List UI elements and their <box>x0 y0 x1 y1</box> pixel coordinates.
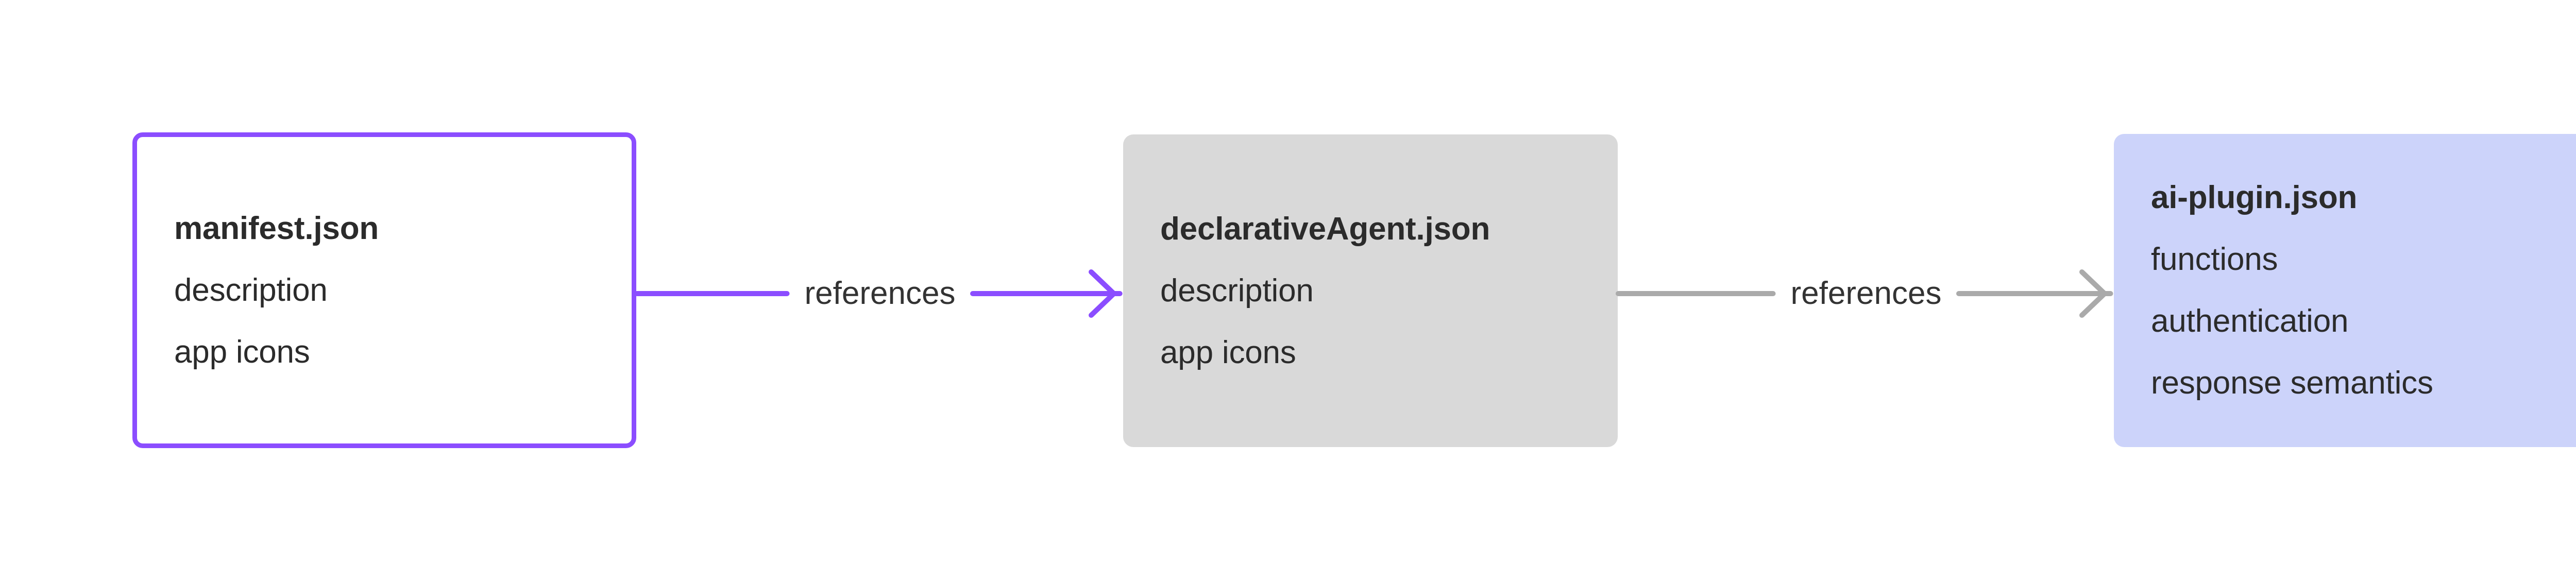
node-item: authentication <box>2151 303 2349 339</box>
node-item: app icons <box>1160 334 1296 370</box>
node-manifest-json[interactable]: manifest.json description app icons <box>132 132 636 448</box>
edge-line-left <box>637 252 787 335</box>
node-item: description <box>1160 272 1314 309</box>
edge-line-right-with-arrowhead <box>1959 252 2114 335</box>
node-item: functions <box>2151 242 2278 277</box>
node-title: declarativeAgent.json <box>1160 211 1490 247</box>
edge-declarative-agent-to-ai-plugin: references <box>1618 252 2114 335</box>
node-item: response semantics <box>2151 365 2433 401</box>
node-ai-plugin-json[interactable]: ai-plugin.json functions authentication … <box>2114 134 2576 447</box>
edge-manifest-to-declarative-agent: references <box>637 252 1123 335</box>
node-item: description <box>174 272 328 308</box>
arrowhead-icon <box>1089 269 1116 318</box>
node-declarative-agent-json[interactable]: declarativeAgent.json description app ic… <box>1123 134 1618 447</box>
edge-label: references <box>1790 276 1942 311</box>
edge-line-right-with-arrowhead <box>973 252 1123 335</box>
node-title: manifest.json <box>174 210 379 246</box>
arrowhead-icon <box>2079 269 2107 318</box>
node-title: ai-plugin.json <box>2151 180 2358 215</box>
edge-line-left <box>1618 252 1773 335</box>
node-item: app icons <box>174 334 310 370</box>
edge-label: references <box>804 276 956 311</box>
